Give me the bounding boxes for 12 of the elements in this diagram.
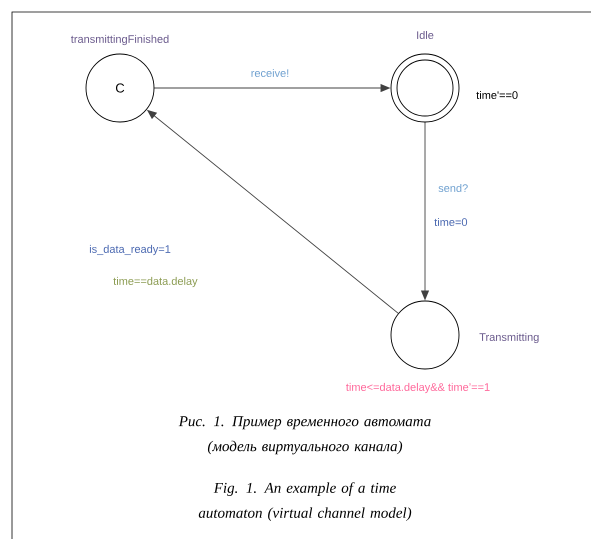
state-name: Transmitting (479, 332, 539, 344)
invariant-label: time<=data.delay&& time’==1 (346, 382, 490, 394)
state-name: Idle (417, 30, 434, 40)
update-label: is_data_ready=1 (90, 244, 170, 256)
invariant-label: time'==0 (476, 90, 518, 100)
caption: Рис. 1. Пример временного автомата (модель виртуального канала) (178, 416, 431, 454)
edge-label: receive! (250, 68, 290, 78)
state-name: transmittingFinished (70, 34, 168, 46)
update-label: time=0 (434, 218, 468, 226)
caption: Fig. 1. An example of a time automaton (virtual channel model) (198, 482, 412, 521)
edge-label: send? (437, 182, 470, 194)
guard-label: time==data.delay (113, 276, 198, 288)
